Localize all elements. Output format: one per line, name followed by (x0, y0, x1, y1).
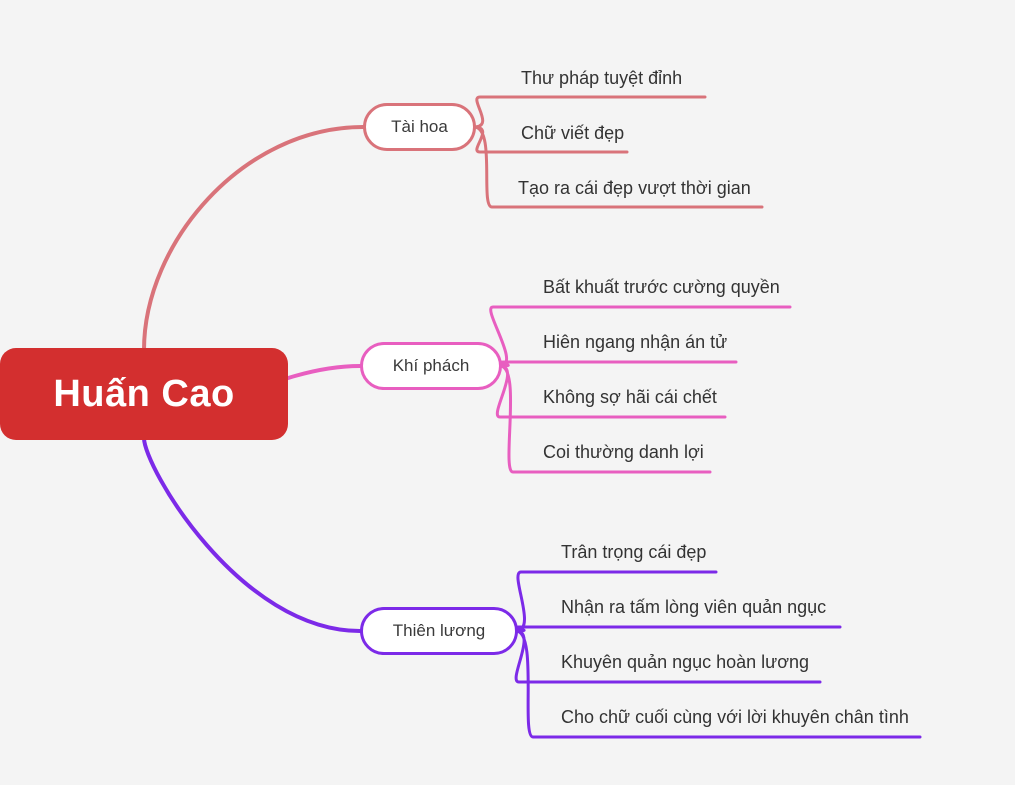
leaf-label[interactable]: Khuyên quản ngục hoàn lương (561, 652, 810, 672)
connector (142, 436, 362, 633)
leaf-label[interactable]: Chữ viết đẹp (521, 123, 625, 143)
leaf-label[interactable]: Cho chữ cuối cùng với lời khuyên chân tì… (561, 707, 909, 727)
leaf-label[interactable]: Nhận ra tấm lòng viên quản ngục (561, 597, 827, 617)
branch-node-thien-luong[interactable]: Thiên lương (360, 607, 518, 655)
leaf-label[interactable]: Coi thường danh lợi (543, 442, 704, 462)
branch-node-label: Khí phách (392, 356, 470, 375)
leaf-label[interactable]: Trân trọng cái đẹp (561, 542, 707, 562)
root-node-label: Huấn Cao (53, 372, 235, 415)
root-node-huan-cao[interactable]: Huấn Cao (0, 348, 288, 440)
branch-node-tai-hoa[interactable]: Tài hoa (363, 103, 476, 151)
connector (498, 360, 738, 368)
branch-node-khi-phach[interactable]: Khí phách (360, 342, 502, 390)
leaf-label[interactable]: Thư pháp tuyệt đỉnh (521, 68, 683, 88)
branch-node-label: Tài hoa (391, 117, 448, 136)
connector (514, 625, 842, 633)
branch-node-label: Thiên lương (392, 621, 486, 640)
leaf-label[interactable]: Hiên ngang nhận án tử (543, 332, 728, 352)
leaf-label[interactable]: Bất khuất trước cường quyền (543, 277, 780, 297)
connector (142, 125, 365, 352)
leaf-label[interactable]: Tạo ra cái đẹp vượt thời gian (518, 178, 751, 198)
leaf-label[interactable]: Không sợ hãi cái chết (543, 387, 717, 407)
